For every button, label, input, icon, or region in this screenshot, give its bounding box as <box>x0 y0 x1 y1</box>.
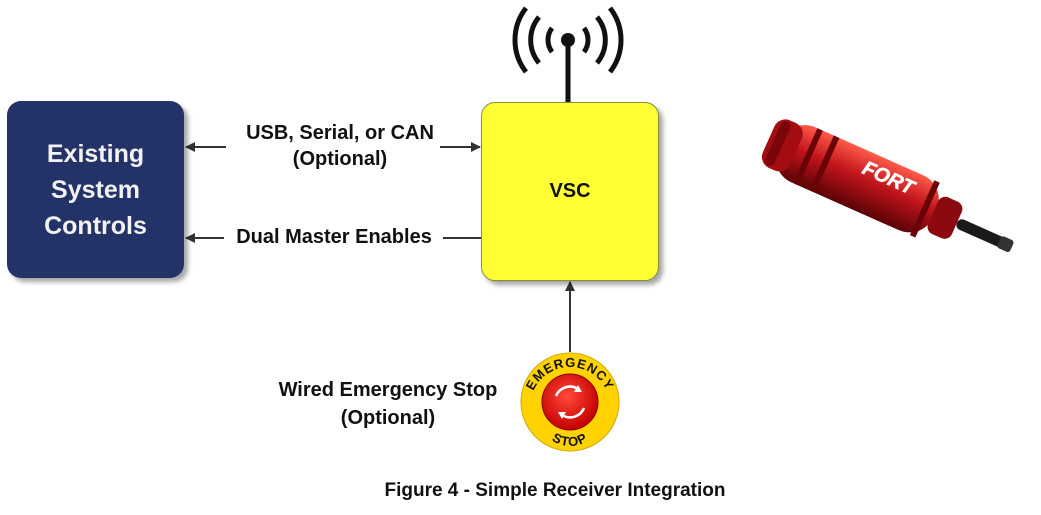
wired-emergency-stop-label: Wired Emergency Stop <box>278 379 498 401</box>
existing-system-controls-box: Existing System Controls <box>7 101 184 278</box>
wireless-antenna-icon <box>512 6 624 102</box>
dual-master-enables-label: Dual Master Enables <box>236 226 432 248</box>
vsc-box: VSC <box>481 102 659 281</box>
existing-system-controls-label: Existing System Controls <box>44 139 147 240</box>
figure-caption: Figure 4 - Simple Receiver Integration <box>384 480 726 501</box>
wired-emergency-stop-optional-label: (Optional) <box>340 407 436 429</box>
usb-link-label: USB, Serial, or CAN <box>246 122 434 144</box>
emergency-stop-button-icon: EMERGENCY STOP <box>520 352 620 452</box>
vsc-label: VSC <box>549 180 591 202</box>
usb-link-optional-label: (Optional) <box>292 148 388 170</box>
handheld-transmitter-image: FORT <box>761 119 1014 253</box>
estop-ring-text-bottom: STOP <box>550 430 590 450</box>
